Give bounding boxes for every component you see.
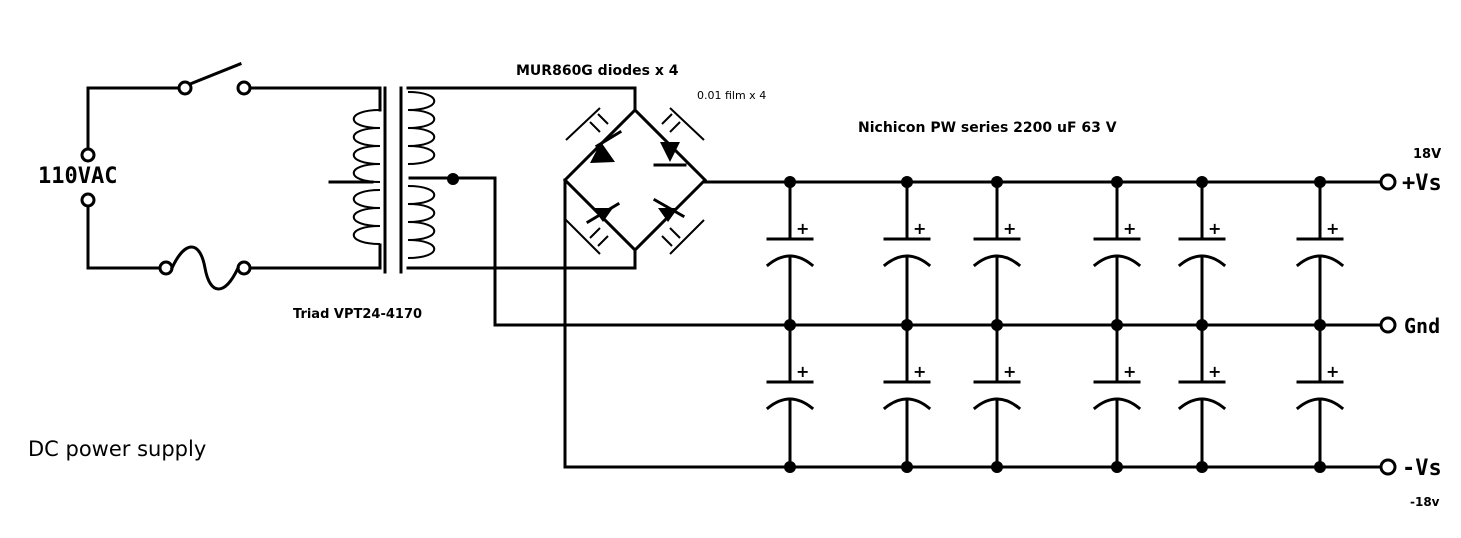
center-tap-node [447, 173, 459, 185]
output-rails [493, 178, 1384, 469]
positive-voltage-label: 18V [1413, 147, 1441, 162]
polarity-plus-label: + [1208, 362, 1221, 381]
junction-dot [901, 319, 913, 331]
transformer-label: Triad VPT24-4170 [293, 307, 422, 322]
junction-dot [991, 176, 1003, 188]
junction-dot [1314, 461, 1326, 473]
junction-dot [1196, 176, 1208, 188]
diode-upper-left [590, 129, 623, 163]
junction-dot [991, 461, 1003, 473]
positive-output-label: +Vs [1402, 171, 1442, 196]
polarity-plus-label: + [1326, 219, 1339, 238]
junction-dot [1314, 319, 1326, 331]
mains-terminal-bottom[interactable] [80, 192, 96, 208]
mains-label: 110VAC [38, 164, 117, 189]
polarity-plus-label: + [796, 219, 809, 238]
electrolytic-capacitor: + [1092, 180, 1142, 327]
polarity-plus-label: + [913, 362, 926, 381]
ground-output-label: Gnd [1404, 314, 1440, 338]
electrolytic-capacitor: + [882, 323, 932, 469]
fuse [158, 245, 252, 291]
junction-dot [1111, 319, 1123, 331]
primary-winding [328, 109, 381, 245]
junction-dot [901, 176, 913, 188]
polarity-plus-label: + [1123, 362, 1136, 381]
junction-dot [1196, 461, 1208, 473]
mains-terminal-top[interactable] [80, 147, 96, 163]
junction-dot [901, 461, 913, 473]
polarity-plus-label: + [1003, 219, 1016, 238]
capacitors-label: Nichicon PW series 2200 uF 63 V [858, 120, 1117, 136]
diagram-title: DC power supply [28, 437, 206, 461]
junction-dot [1111, 461, 1123, 473]
capacitor-bank: + + + + + + + + + + + + [765, 176, 1345, 473]
junction-dot [784, 319, 796, 331]
junction-dot [1111, 176, 1123, 188]
film-capacitors [565, 107, 705, 255]
polarity-plus-label: + [1326, 362, 1339, 381]
junction-dot [1314, 176, 1326, 188]
electrolytic-capacitor: + [972, 323, 1022, 469]
ground-output-terminal[interactable] [1379, 316, 1397, 334]
polarity-plus-label: + [796, 362, 809, 381]
negative-output-terminal[interactable] [1379, 458, 1397, 476]
secondary-winding [406, 86, 637, 327]
electrolytic-capacitor: + [765, 180, 815, 327]
polarity-plus-label: + [1208, 219, 1221, 238]
negative-rail [563, 178, 1384, 469]
polarity-plus-label: + [1003, 362, 1016, 381]
mains-input [80, 86, 382, 270]
diode-lower-left [585, 201, 621, 225]
film-caps-label: 0.01 film x 4 [697, 89, 766, 102]
junction-dot [784, 176, 796, 188]
positive-output-terminal[interactable] [1379, 173, 1397, 191]
junction-dot [784, 461, 796, 473]
electrolytic-capacitor: + [765, 323, 815, 469]
negative-voltage-label: -18v [1410, 495, 1440, 509]
negative-output-label: -Vs [1402, 456, 1442, 481]
diodes-label: MUR860G diodes x 4 [516, 63, 679, 79]
transformer [328, 86, 637, 327]
power-switch[interactable] [177, 62, 252, 96]
diode-lower-right [652, 197, 686, 222]
bridge-rectifier [562, 107, 708, 255]
polarity-plus-label: + [1123, 219, 1136, 238]
polarity-plus-label: + [913, 219, 926, 238]
electrolytic-capacitor: + [1177, 323, 1227, 469]
junction-dot [991, 319, 1003, 331]
electrolytic-capacitor: + [1092, 323, 1142, 469]
diode-upper-right [653, 142, 687, 167]
electrolytic-capacitor: + [882, 180, 932, 327]
electrolytic-capacitor: + [1295, 180, 1345, 327]
electrolytic-capacitor: + [1177, 180, 1227, 327]
electrolytic-capacitor: + [972, 180, 1022, 327]
junction-dot [1196, 319, 1208, 331]
electrolytic-capacitor: + [1295, 323, 1345, 469]
